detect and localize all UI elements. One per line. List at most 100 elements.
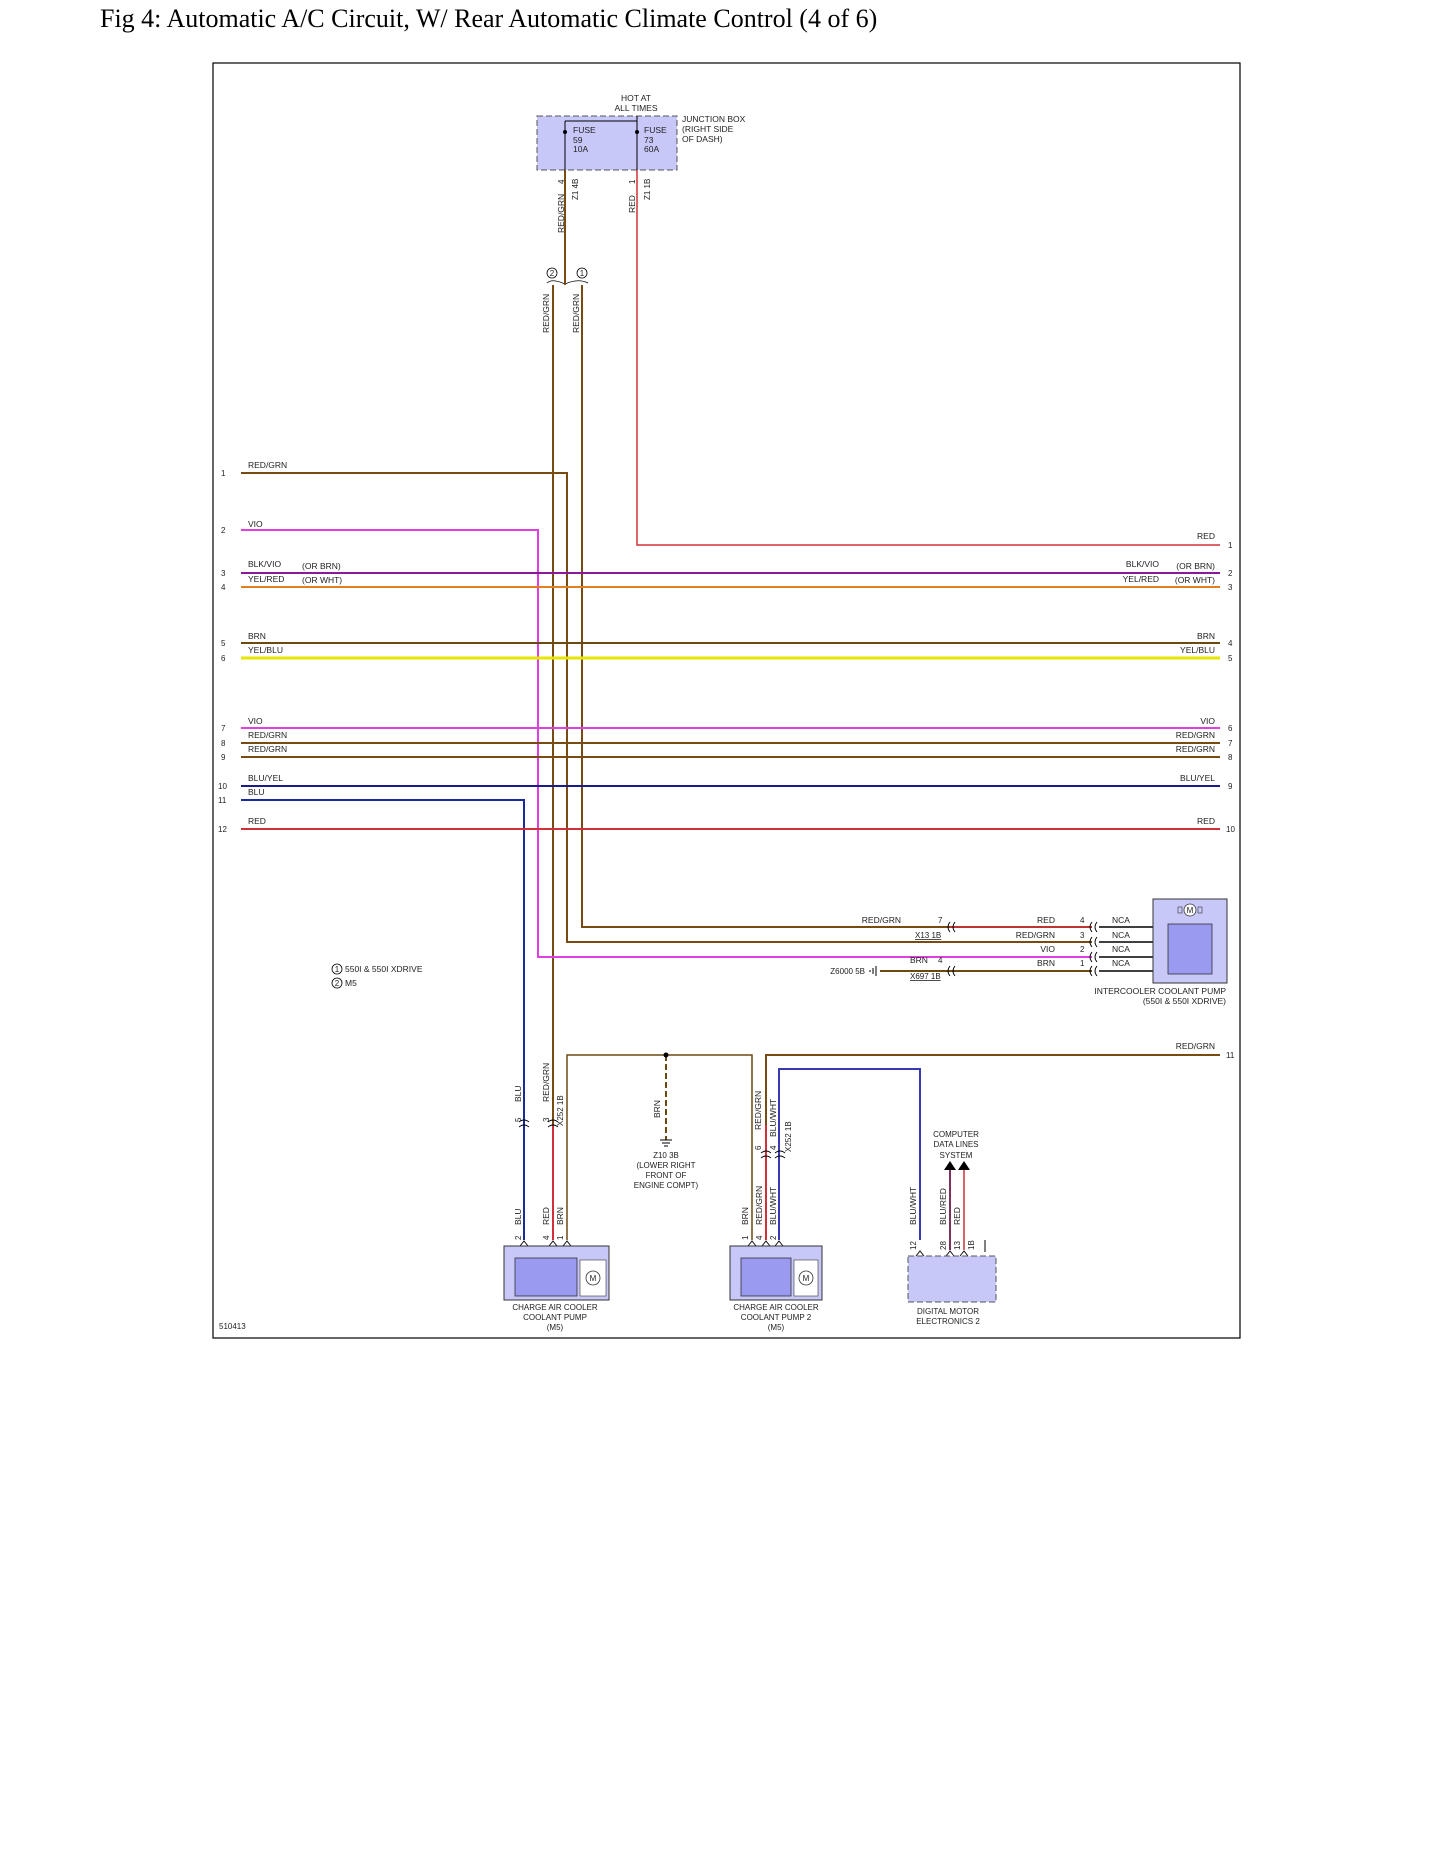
right-row-3-label: YEL/RED <box>1123 574 1159 584</box>
fuse1-label: FUSE <box>573 125 596 135</box>
data-lines-1: COMPUTER <box>933 1130 979 1139</box>
ic-pin-2: 3 <box>1080 931 1085 940</box>
ground-z6000-icon <box>869 966 877 976</box>
wire-right11-redgrn <box>765 1054 1220 1240</box>
jb-pin-4: 4 <box>557 179 566 184</box>
dme-pin-1: 12 <box>909 1241 918 1250</box>
p2-upper-label-1: RED/GRN <box>753 1091 763 1130</box>
intercooler-motor-icon <box>1183 903 1197 917</box>
left-row-3-num: 3 <box>221 569 226 578</box>
dme-wire-label-3: RED <box>952 1207 962 1225</box>
left-row-3-label: BLK/VIO <box>248 559 281 569</box>
intercooler-coolant-pump: RED/GRN 7 X13 1B RED 4 NCA RED/GRN 3 NCA… <box>830 898 1228 1006</box>
hot-label-2: ALL TIMES <box>615 103 658 113</box>
p2-x252-label: X252 1B <box>784 1121 793 1152</box>
right-row-6-label: VIO <box>1200 716 1215 726</box>
junction-box-label-1: JUNCTION BOX <box>682 114 746 124</box>
dme-pin-2: 28 <box>939 1241 948 1250</box>
variant-1-icon <box>576 267 588 279</box>
right-row-2-label: BLK/VIO <box>1126 559 1159 569</box>
right-row-1-num: 1 <box>1228 541 1233 550</box>
variant-legend: 1 550I & 550I XDRIVE 2 M5 <box>331 963 423 989</box>
left-row-8-num: 8 <box>221 739 226 748</box>
dme-body <box>907 1255 997 1303</box>
left-row-7-label: VIO <box>248 716 263 726</box>
p1-x252-label: X252 1B <box>556 1095 565 1126</box>
junction-box-outline <box>536 115 678 171</box>
junction-box-label-2: (RIGHT SIDE <box>682 124 734 134</box>
pump2-caption-1: CHARGE AIR COOLER <box>733 1303 819 1312</box>
left-row-1-label: RED/GRN <box>248 460 287 470</box>
dme-wire-label-1: BLU/WHT <box>908 1187 918 1225</box>
intercooler-caption-1: INTERCOOLER COOLANT PUMP <box>1094 986 1226 996</box>
wire-bluwht <box>778 1068 921 1240</box>
right-row-10-num: 10 <box>1226 825 1235 834</box>
wire-label-top-redgrn: RED/GRN <box>556 194 566 233</box>
charge-air-cooler-pump-2: RED/GRN BLU/WHT 6 4 X252 1B BRN RED/GRN … <box>729 1091 823 1332</box>
left-row-6-label: YEL/BLU <box>248 645 283 655</box>
x13-label: X13 1B <box>915 931 941 940</box>
right-row-8-label: RED/GRN <box>1176 744 1215 754</box>
junction-box: HOT AT ALL TIMES FUSE 59 10A FUSE 73 60A… <box>536 93 746 233</box>
wires <box>241 170 1220 1250</box>
p2-lower-label-3: BLU/WHT <box>768 1187 778 1225</box>
left-row-12-num: 12 <box>218 825 227 834</box>
ic-wire-2: RED/GRN <box>1016 930 1055 940</box>
p1-upper-label-2: RED/GRN <box>541 1063 551 1102</box>
figure-id: 510413 <box>219 1322 246 1331</box>
p2-lower-pin-2: 4 <box>755 1235 764 1240</box>
intercooler-motor-label: M <box>1187 906 1194 915</box>
digital-motor-electronics-2: COMPUTER DATA LINES SYSTEM BLU/WHT BLU/R… <box>907 1130 997 1326</box>
p1-upper-label-1: BLU <box>513 1085 523 1102</box>
p2-lower-pin-1: 1 <box>741 1235 750 1240</box>
right-row-4-num: 4 <box>1228 639 1233 648</box>
pump2-motor-label: M <box>803 1274 810 1283</box>
left-row-labels: 1 RED/GRN 2 VIO 3 BLK/VIO (OR BRN) 4 YEL… <box>218 460 342 834</box>
ic-pin-4: 1 <box>1080 959 1085 968</box>
wire-row11-blu <box>241 799 525 1240</box>
z10-label-2: (LOWER RIGHT <box>636 1161 695 1170</box>
pump1-caption-1: CHARGE AIR COOLER <box>512 1303 598 1312</box>
x697-label: X697 1B <box>910 972 941 981</box>
intercooler-redgrn-label: RED/GRN <box>862 915 901 925</box>
right-row-8-num: 8 <box>1228 753 1233 762</box>
p1-lower-pin-2: 4 <box>542 1235 551 1240</box>
wire-label-split-redgrn-a: RED/GRN <box>541 294 551 333</box>
fuse2-amp: 60A <box>644 144 659 154</box>
ic-nca-1: NCA <box>1112 915 1130 925</box>
ic-nca-4: NCA <box>1112 958 1130 968</box>
data-line-arrow-1-icon <box>944 1161 956 1170</box>
pump2-caption-3: (M5) <box>768 1323 785 1332</box>
wire-row1-redgrn <box>241 472 1092 943</box>
z6000-label: Z6000 5B <box>830 967 865 976</box>
data-lines-3: SYSTEM <box>940 1151 973 1160</box>
ic-nca-2: NCA <box>1112 930 1130 940</box>
z10-wire-label: BRN <box>652 1100 662 1118</box>
right-row-4-label: BRN <box>1197 631 1215 641</box>
pump1-motor-icon <box>585 1270 601 1286</box>
variant-1-num: 1 <box>580 269 585 278</box>
left-row-8-label: RED/GRN <box>248 730 287 740</box>
dme-wire-label-2: BLU/RED <box>938 1188 948 1225</box>
right-row-labels: RED 1 BLK/VIO (OR BRN) 2 YEL/RED (OR WHT… <box>1123 531 1236 1060</box>
right-row-5-num: 5 <box>1228 654 1233 663</box>
p2-upper-pin-1: 6 <box>754 1145 763 1150</box>
left-row-10-label: BLU/YEL <box>248 773 283 783</box>
legend-1-icon <box>331 963 343 975</box>
right-row-6-num: 6 <box>1228 724 1233 733</box>
legend-1-text: 550I & 550I XDRIVE <box>345 964 423 974</box>
wire-redgrn-v2 <box>581 285 1092 928</box>
right-row-9-num: 9 <box>1228 782 1233 791</box>
right-row-3-num: 3 <box>1228 583 1233 592</box>
p2-lower-pin-3: 2 <box>769 1235 778 1240</box>
p1-upper-pin-1: 5 <box>514 1117 523 1122</box>
z10-label-4: ENGINE COMPT) <box>634 1181 699 1190</box>
right-row-5-label: YEL/BLU <box>1180 645 1215 655</box>
brn-ground-pin: 4 <box>938 956 943 965</box>
fuse1-amp: 10A <box>573 144 588 154</box>
fuse1-num: 59 <box>573 135 583 145</box>
ic-pin-3: 2 <box>1080 945 1085 954</box>
z10-label-1: Z10 3B <box>653 1151 679 1160</box>
right-row-1-label: RED <box>1197 531 1215 541</box>
